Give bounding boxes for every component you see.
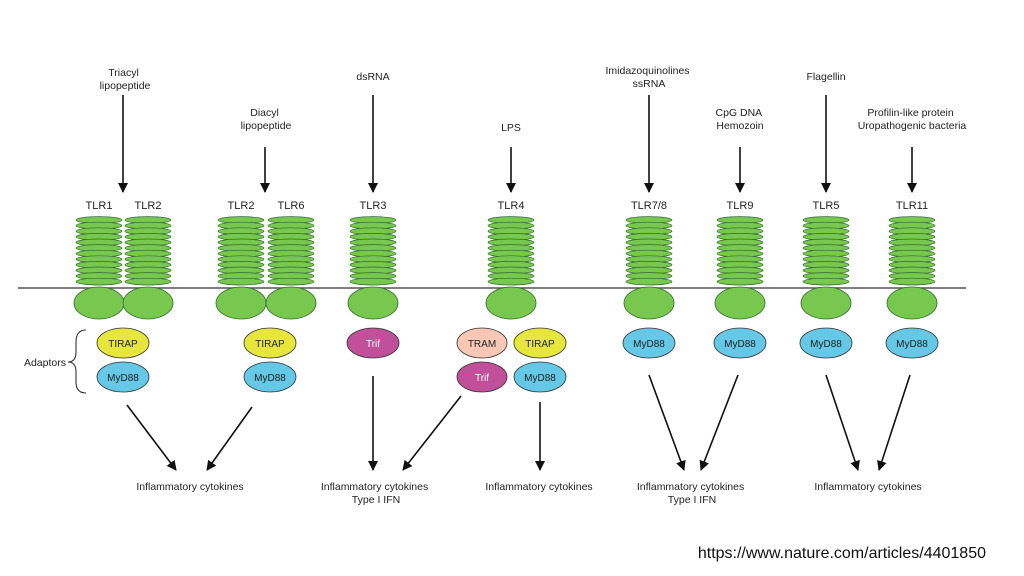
receptor-coil — [217, 277, 265, 286]
receptor-label-tlr7-8: TLR7/8 — [631, 200, 667, 212]
myd88-adaptor — [713, 327, 767, 359]
receptor-coil — [349, 277, 397, 286]
myd88-label: MyD88 — [896, 339, 928, 350]
outcome-inflammatory-cytokines: Inflammatory cytokines — [485, 481, 592, 493]
trif-label: Trif — [366, 339, 380, 350]
ligand-diacyl-lipopeptide: Diacyl lipopeptide — [241, 107, 292, 132]
tir-domain — [714, 286, 766, 320]
receptor-coil — [124, 277, 172, 286]
tirap-adaptor — [96, 327, 150, 359]
myd88-adaptor — [799, 327, 853, 359]
arrow-tlr1-2-to-cytokines — [126, 404, 177, 471]
tirap-adaptor — [243, 327, 297, 359]
myd88-label: MyD88 — [254, 373, 286, 384]
trif-label: Trif — [475, 373, 489, 384]
receptor-coils — [75, 216, 936, 286]
myd88-adaptor — [243, 361, 297, 393]
receptor-coil — [625, 277, 673, 286]
myd88-adaptor — [513, 361, 567, 393]
adaptor-ovals — [96, 327, 939, 393]
tir-domain — [122, 286, 174, 320]
tir-domain — [623, 286, 675, 320]
receptor-label-tlr1: TLR1 — [86, 200, 113, 212]
receptor-label-tlr2: TLR2 — [135, 200, 162, 212]
ligand-triacyl-lipopeptide: Triacyl lipopeptide — [100, 67, 151, 92]
ligand-dsrna: dsRNA — [356, 71, 389, 83]
trif-adaptor — [346, 327, 400, 359]
arrow-tlr2-6-to-cytokines — [206, 406, 253, 471]
ligand-arrows — [118, 95, 917, 193]
arrow-tlr5-to-cytokines — [825, 374, 860, 471]
tir-domain — [800, 286, 852, 320]
tir-domains — [73, 286, 938, 320]
receptor-coil — [267, 277, 315, 286]
arrow-tlr9-to-cytokines — [699, 374, 739, 471]
signaling-arrows — [126, 374, 911, 471]
receptor-label-tlr6: TLR6 — [278, 200, 305, 212]
ligand-imidazoquinolines-ssrna: Imidazoquinolines ssRNA — [606, 65, 693, 90]
receptor-coil — [802, 277, 850, 286]
tir-domain — [265, 286, 317, 320]
myd88-adaptor — [885, 327, 939, 359]
tirap-label: TIRAP — [525, 339, 555, 350]
arrow-tlr4-trif-to-ifn — [402, 395, 462, 471]
outcome-inflammatory-cytokines: Inflammatory cytokines — [136, 481, 243, 493]
outcome-cytokines-type-i-ifn: Inflammatory cytokines Type I IFN — [637, 481, 747, 506]
receptor-label-tlr2: TLR2 — [228, 200, 255, 212]
outcome-cytokines-type-i-ifn: Inflammatory cytokines Type I IFN — [321, 481, 431, 506]
tir-domain — [886, 286, 938, 320]
trif-adaptor — [456, 361, 508, 393]
receptor-coil — [75, 277, 123, 286]
ligand-flagellin: Flagellin — [806, 71, 845, 83]
myd88-label: MyD88 — [524, 373, 556, 384]
receptor-label-tlr11: TLR11 — [896, 200, 928, 212]
receptor-label-tlr3: TLR3 — [360, 200, 387, 212]
tirap-adaptor — [513, 327, 567, 359]
myd88-label: MyD88 — [107, 373, 139, 384]
tirap-label: TIRAP — [108, 339, 138, 350]
tir-domain — [215, 286, 267, 320]
myd88-label: MyD88 — [633, 339, 665, 350]
receptor-label-tlr5: TLR5 — [813, 200, 840, 212]
adaptors-bracket — [67, 329, 87, 394]
receptor-label-tlr9: TLR9 — [727, 200, 754, 212]
receptor-coil — [888, 277, 936, 286]
ligand-profilin: Profilin-like protein Uropathogenic bact… — [858, 107, 967, 132]
myd88-adaptor — [622, 327, 676, 359]
tir-domain — [485, 286, 537, 320]
source-url: https://www.nature.com/articles/4401850 — [697, 545, 986, 562]
ligand-cpg-dna-hemozoin: CpG DNA Hemozoin — [715, 107, 764, 132]
myd88-adaptor — [96, 361, 150, 393]
outcome-inflammatory-cytokines: Inflammatory cytokines — [814, 481, 921, 493]
arrow-tlr7-8-to-cytokines — [648, 374, 686, 471]
tram-label: TRAM — [468, 339, 496, 350]
adaptors-label: Adaptors — [24, 357, 66, 369]
ligand-lps: LPS — [501, 122, 521, 134]
tram-adaptor — [456, 327, 508, 359]
tirap-label: TIRAP — [255, 339, 285, 350]
tir-domain — [73, 286, 125, 320]
receptor-coil — [487, 277, 535, 286]
myd88-label: MyD88 — [724, 339, 756, 350]
receptor-coil — [716, 277, 764, 286]
receptor-label-tlr4: TLR4 — [498, 200, 525, 212]
tir-domain — [347, 286, 399, 320]
myd88-label: MyD88 — [810, 339, 842, 350]
arrow-tlr11-to-cytokines — [877, 374, 911, 471]
